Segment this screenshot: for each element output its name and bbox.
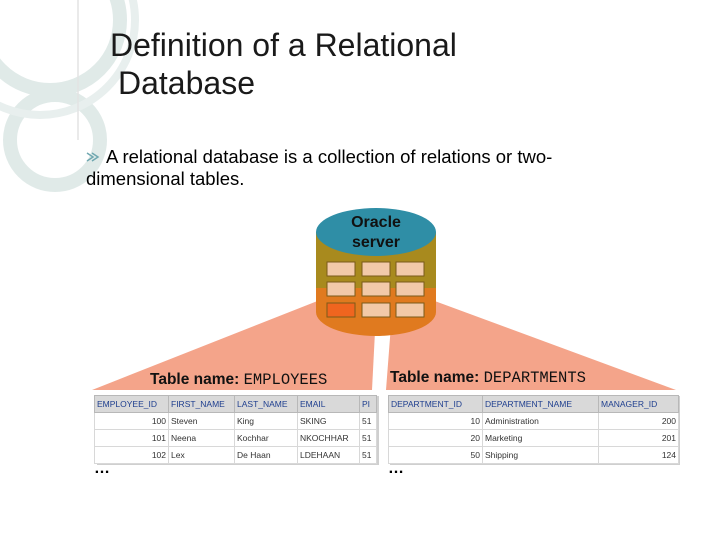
title-line-1: Definition of a Relational	[110, 27, 457, 63]
employees-cell: Lex	[169, 447, 235, 464]
departments-cell: 124	[599, 447, 679, 464]
employees-cell: Steven	[169, 413, 235, 430]
employees-caption-name: EMPLOYEES	[244, 371, 328, 389]
departments-caption: Table name: DEPARTMENTS	[390, 369, 586, 387]
departments-caption-name: DEPARTMENTS	[484, 369, 586, 387]
deco-circle-top	[0, 0, 120, 90]
table-row: 100 Steven King SKING 51	[95, 413, 377, 430]
departments-header-row: DEPARTMENT_ID DEPARTMENT_NAME MANAGER_ID	[389, 396, 679, 413]
employees-cell: NKOCHHAR	[298, 430, 360, 447]
bullet-line-2: dimensional tables.	[86, 168, 244, 189]
employees-caption: Table name: EMPLOYEES	[150, 371, 327, 389]
table-row: 10 Administration 200	[389, 413, 679, 430]
table-row: 101 Neena Kochhar NKOCHHAR 51	[95, 430, 377, 447]
employees-more-rows: …	[94, 460, 110, 478]
employees-col-header[interactable]: PI	[360, 396, 377, 413]
employees-col-header[interactable]: LAST_NAME	[235, 396, 298, 413]
bullet-line-1: A relational database is a collection of…	[86, 146, 552, 167]
employees-cell: De Haan	[235, 447, 298, 464]
departments-cell: 10	[389, 413, 483, 430]
departments-cell: 201	[599, 430, 679, 447]
employees-cell: 51	[360, 430, 377, 447]
departments-col-header[interactable]: DEPARTMENT_NAME	[483, 396, 599, 413]
employees-col-header[interactable]: FIRST_NAME	[169, 396, 235, 413]
employees-cell: Neena	[169, 430, 235, 447]
employees-cell: LDEHAAN	[298, 447, 360, 464]
employees-cell: King	[235, 413, 298, 430]
departments-cell: 20	[389, 430, 483, 447]
employees-cell: Kochhar	[235, 430, 298, 447]
departments-cell: 200	[599, 413, 679, 430]
departments-cell: Shipping	[483, 447, 599, 464]
departments-col-header[interactable]: DEPARTMENT_ID	[389, 396, 483, 413]
departments-cell: Marketing	[483, 430, 599, 447]
bullet-paragraph: A relational database is a collection of…	[86, 146, 696, 190]
departments-col-header[interactable]: MANAGER_ID	[599, 396, 679, 413]
table-row: 102 Lex De Haan LDEHAAN 51	[95, 447, 377, 464]
employees-cell: 100	[95, 413, 169, 430]
employees-col-header[interactable]: EMAIL	[298, 396, 360, 413]
slide-title: Definition of a Relational Database	[110, 26, 670, 102]
server-label-line-2: server	[352, 234, 400, 251]
departments-cell: Administration	[483, 413, 599, 430]
employees-cell: 51	[360, 413, 377, 430]
departments-caption-prefix: Table name:	[390, 369, 484, 386]
employees-cell: SKING	[298, 413, 360, 430]
employees-table: EMPLOYEE_ID FIRST_NAME LAST_NAME EMAIL P…	[94, 395, 377, 464]
server-label: Oracle server	[316, 213, 436, 253]
employees-header-row: EMPLOYEE_ID FIRST_NAME LAST_NAME EMAIL P…	[95, 396, 377, 413]
cylinder-cells	[327, 262, 424, 317]
table-row: 20 Marketing 201	[389, 430, 679, 447]
title-line-2: Database	[110, 64, 670, 102]
employees-col-header[interactable]: EMPLOYEE_ID	[95, 396, 169, 413]
departments-more-rows: …	[388, 460, 404, 478]
table-row: 50 Shipping 124	[389, 447, 679, 464]
employees-cell: 101	[95, 430, 169, 447]
employees-cell: 51	[360, 447, 377, 464]
employees-caption-prefix: Table name:	[150, 371, 244, 388]
departments-table: DEPARTMENT_ID DEPARTMENT_NAME MANAGER_ID…	[388, 395, 679, 464]
server-label-line-1: Oracle	[351, 214, 401, 231]
